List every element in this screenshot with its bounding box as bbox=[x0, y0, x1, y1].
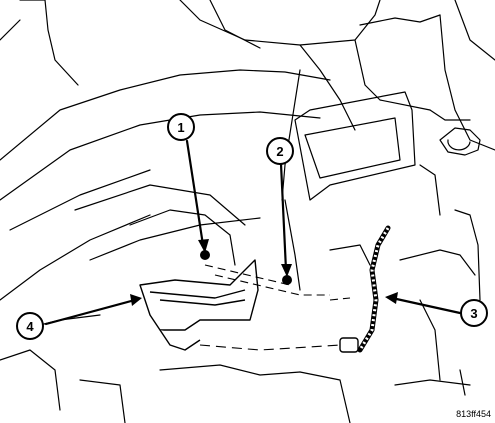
harness-connector bbox=[339, 337, 359, 353]
callout-3-label: 3 bbox=[470, 306, 477, 321]
wiring-harness bbox=[339, 225, 391, 353]
callout-4-label: 4 bbox=[26, 319, 34, 334]
figure-id: 813ff454 bbox=[456, 409, 491, 419]
leader-arrowheads bbox=[130, 239, 398, 306]
connector-and-fastener-guides bbox=[199, 264, 351, 351]
fastener-nut-2 bbox=[282, 275, 292, 285]
callout-1: 1 bbox=[167, 113, 195, 141]
callout-2-label: 2 bbox=[276, 144, 283, 159]
fasteners bbox=[200, 250, 292, 285]
bracket-assembly bbox=[139, 259, 259, 351]
callout-4: 4 bbox=[16, 312, 44, 340]
callout-3: 3 bbox=[460, 299, 488, 327]
callout-2: 2 bbox=[266, 137, 294, 165]
callout-1-label: 1 bbox=[177, 120, 184, 135]
leader-lines bbox=[44, 139, 462, 326]
fastener-nut-1 bbox=[200, 250, 210, 260]
